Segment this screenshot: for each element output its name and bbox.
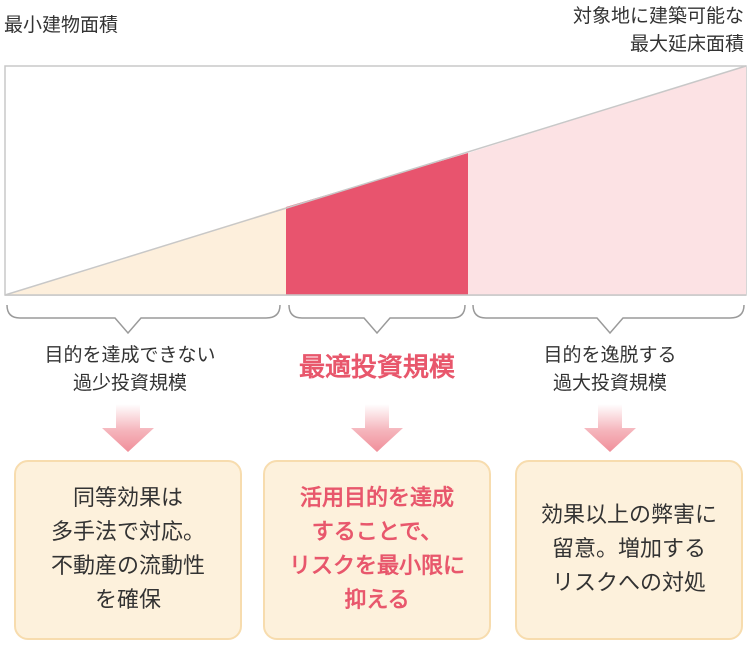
- under-box-line2: 多手法で対応。: [50, 520, 205, 545]
- max-floor-area-label: 対象地に建築可能な 最大延床面積: [573, 2, 744, 58]
- over-box-line1: 効果以上の弊害に: [540, 503, 717, 528]
- under-box-line1: 同等効果は: [72, 486, 183, 511]
- optimal-box-line4: 抑える: [344, 588, 410, 613]
- over-investment-zone: [468, 66, 746, 295]
- under-box-line3: 不動産の流動性: [50, 554, 205, 579]
- max-floor-area-line2: 最大延床面積: [629, 33, 744, 55]
- under-label-line2: 過少投資規模: [72, 372, 187, 394]
- brace-optimal: [288, 304, 466, 335]
- over-label-line1: 目的を逸脱する: [543, 344, 677, 366]
- brace-over: [472, 304, 745, 335]
- optimal-investment-label: 最適投資規模: [257, 351, 497, 385]
- optimal-investment-zone: [286, 153, 468, 295]
- scale-diagonal: [4, 65, 747, 296]
- optimal-box-line2: することで、: [311, 520, 443, 545]
- down-arrow-over: [584, 404, 636, 452]
- under-label-line1: 目的を達成できない: [44, 344, 216, 366]
- down-arrow-under: [102, 404, 154, 452]
- over-box-line2: 留意。増加する: [551, 537, 706, 562]
- optimal-investment-box: 活用目的を達成 することで、 リスクを最小限に 抑える: [263, 460, 491, 640]
- optimal-box-line1: 活用目的を達成: [299, 486, 454, 511]
- over-investment-label: 目的を逸脱する 過大投資規模: [490, 341, 730, 397]
- under-investment-box: 同等効果は 多手法で対応。 不動産の流動性 を確保: [14, 460, 242, 640]
- over-label-line2: 過大投資規模: [552, 372, 667, 394]
- max-floor-area-line1: 対象地に建築可能な: [572, 5, 744, 27]
- optimal-label-line1: 最適投資規模: [298, 353, 455, 383]
- min-building-area-label: 最小建物面積: [4, 14, 119, 36]
- down-arrow-optimal: [351, 404, 403, 452]
- optimal-box-line3: リスクを最小限に: [288, 554, 465, 579]
- under-investment-label: 目的を達成できない 過少投資規模: [5, 341, 255, 397]
- under-box-line4: を確保: [94, 588, 161, 613]
- over-box-line3: リスクへの対処: [551, 571, 706, 596]
- brace-under: [6, 304, 281, 335]
- over-investment-box: 効果以上の弊害に 留意。増加する リスクへの対処: [515, 460, 743, 640]
